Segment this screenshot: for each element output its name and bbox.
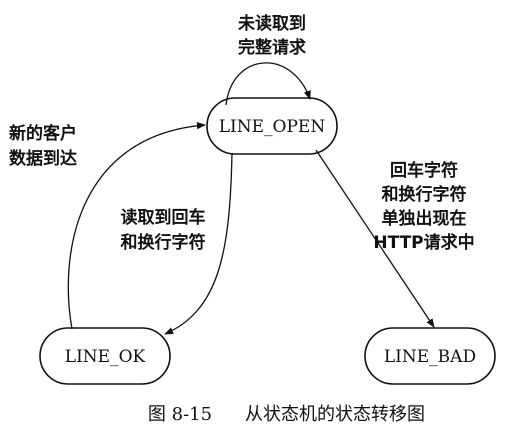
label-crlf-alone-line-1: 回车字符	[390, 160, 458, 181]
edge-line-open-to-line-ok	[164, 152, 233, 335]
label-new-data-line-1: 新的客户	[9, 123, 77, 144]
label-crlf-alone-line-2: 和换行字符	[382, 184, 467, 205]
label-self-loop-line-1: 未读取到	[237, 13, 306, 34]
label-crlf-read-line-2: 和换行字符	[121, 232, 206, 253]
label-self-loop: 未读取到 完整请求	[237, 13, 306, 58]
figure-title: 从状态机的状态转移图	[245, 404, 425, 425]
state-line-open: LINE_OPEN	[206, 97, 338, 155]
label-crlf-read-line-1: 读取到回车	[121, 207, 206, 228]
label-self-loop-line-2: 完整请求	[238, 37, 306, 58]
figure-caption: 图 8-15 从状态机的状态转移图	[148, 404, 425, 425]
edge-line-ok-to-line-open	[67, 122, 206, 330]
state-line-open-label: LINE_OPEN	[219, 117, 326, 137]
state-line-bad: LINE_BAD	[364, 327, 496, 385]
label-new-data-line-2: 数据到达	[9, 148, 77, 169]
state-line-ok-label: LINE_OK	[65, 347, 146, 367]
label-crlf-alone-line-4: HTTP请求中	[373, 232, 474, 253]
state-line-ok: LINE_OK	[39, 327, 171, 385]
label-new-data: 新的客户 数据到达	[9, 123, 77, 169]
edge-self-loop	[225, 62, 311, 106]
label-crlf-alone: 回车字符 和换行字符 单独出现在 HTTP请求中	[373, 160, 474, 253]
edge-line-open-to-line-bad	[315, 149, 435, 328]
label-crlf-alone-line-3: 单独出现在	[382, 208, 467, 229]
label-crlf-read: 读取到回车 和换行字符	[121, 207, 206, 253]
state-line-bad-label: LINE_BAD	[384, 347, 476, 367]
figure-number: 图 8-15	[148, 404, 212, 425]
